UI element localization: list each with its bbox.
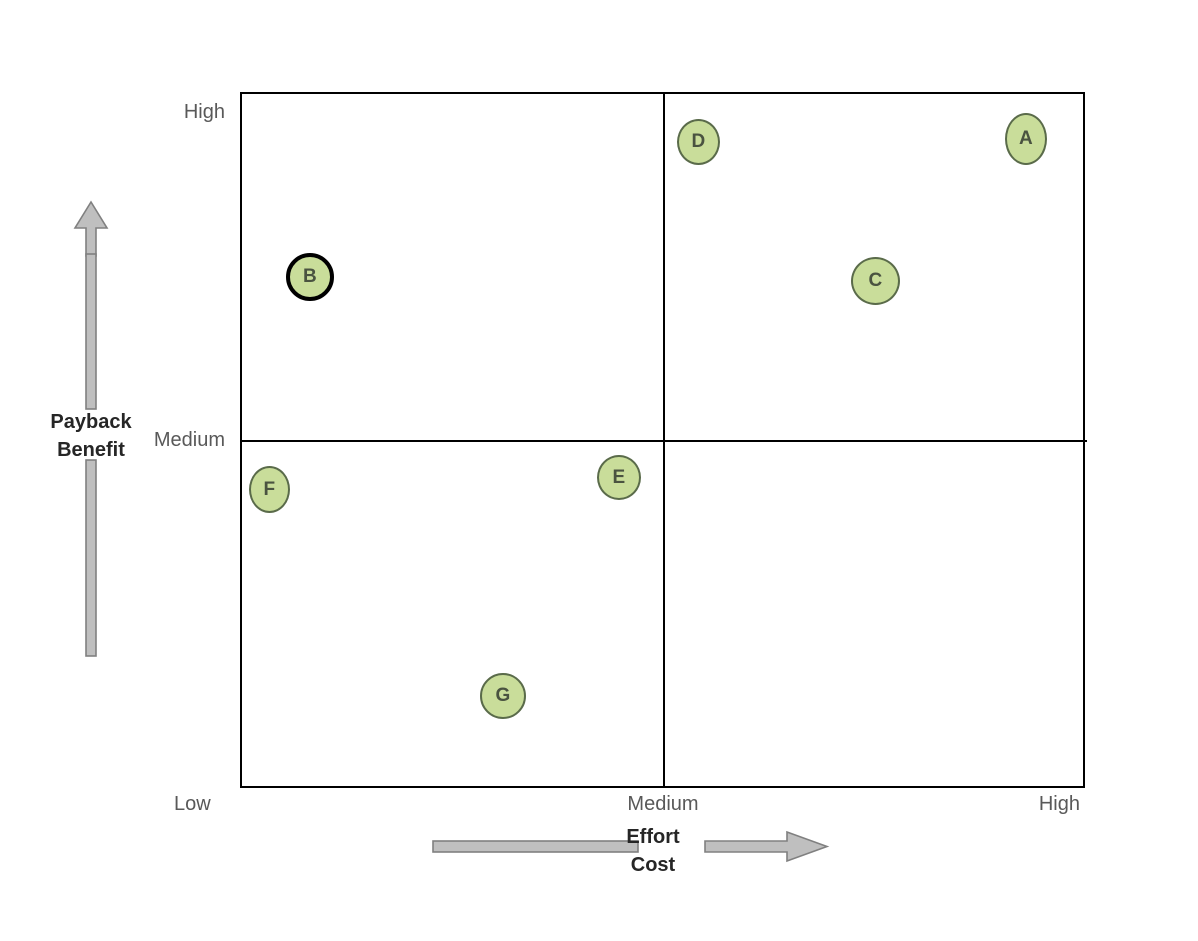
- x-axis-arrow-right: [432, 830, 830, 863]
- x-axis-tick-medium: Medium: [627, 793, 699, 815]
- bubble-g-label: G: [495, 685, 511, 706]
- bubble-f[interactable]: F: [249, 466, 290, 513]
- x-axis-title-line1: Effort: [626, 826, 680, 848]
- bubble-d-label: D: [691, 131, 706, 152]
- y-axis-tick-medium: Medium: [153, 429, 225, 451]
- bubble-b-label: B: [302, 266, 318, 287]
- y-axis-title: Payback Benefit: [16, 409, 166, 464]
- x-axis-title-line2: Cost: [630, 853, 676, 876]
- bubble-b[interactable]: B: [286, 253, 334, 301]
- y-axis-arrow-up: [73, 200, 109, 657]
- bubble-a[interactable]: A: [1005, 113, 1047, 165]
- quadrant-divider-horizontal: [240, 440, 1087, 442]
- bubble-a-label: A: [1018, 128, 1034, 149]
- bubble-e-label: E: [612, 466, 626, 488]
- y-axis-title-line2: Benefit: [57, 438, 125, 461]
- x-axis-tick-high: High: [1038, 793, 1080, 815]
- bubble-d[interactable]: D: [677, 119, 720, 165]
- bubble-f-label: F: [263, 478, 276, 500]
- bubble-g[interactable]: G: [480, 673, 526, 719]
- y-axis-title-line1: Payback: [50, 411, 132, 433]
- bubble-c-label: C: [868, 270, 883, 291]
- x-axis-title: Effort Cost: [578, 824, 728, 879]
- y-axis-tick-high: High: [183, 101, 225, 123]
- x-axis-tick-low: Low: [174, 793, 211, 815]
- bubble-e[interactable]: E: [597, 455, 641, 500]
- bubble-c[interactable]: C: [851, 257, 900, 305]
